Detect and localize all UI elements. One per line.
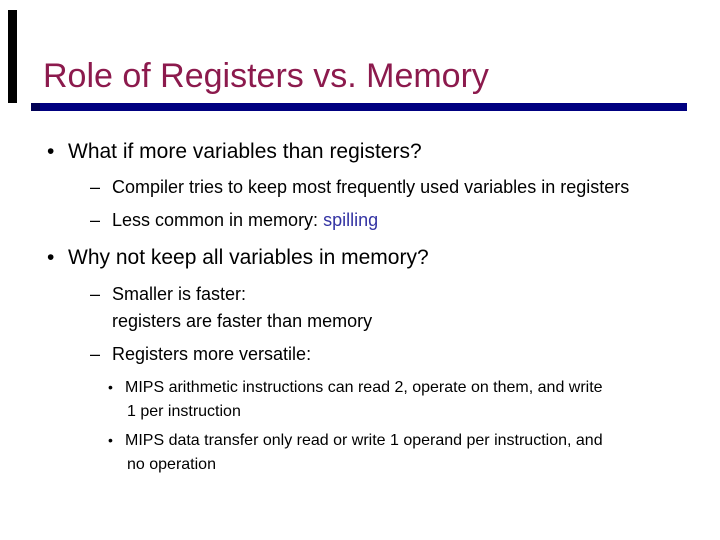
- bullet-2-sub-1-line-2: registers are faster than memory: [112, 311, 373, 331]
- bullet-2-sub-2-a-line-1: MIPS arithmetic instructions can read 2,…: [125, 379, 603, 396]
- slide-title: Role of Registers vs. Memory: [43, 57, 489, 95]
- dash-icon: –: [90, 177, 101, 197]
- dash-icon: –: [90, 284, 101, 304]
- bullet-1-sub-2-prefix: Less common in memory:: [112, 210, 324, 230]
- bullet-icon: •: [47, 246, 55, 269]
- bullet-2-sub-2-b-line-2: no operation: [127, 456, 216, 473]
- bullet-2-text: Why not keep all variables in memory?: [68, 246, 429, 269]
- left-edge-bar: [8, 10, 17, 103]
- title-rule: [31, 103, 687, 111]
- title-rule-cap: [31, 103, 40, 111]
- bullet-icon: •: [47, 140, 55, 163]
- small-bullet-icon: •: [108, 379, 113, 395]
- bullet-2-sub-2-b-line-1: MIPS data transfer only read or write 1 …: [125, 432, 603, 449]
- small-bullet-icon: •: [108, 432, 113, 448]
- dash-icon: –: [90, 210, 101, 230]
- bullet-2-sub-2-text: Registers more versatile:: [112, 344, 312, 364]
- bullet-2-sub-2-a-line-2: 1 per instruction: [127, 403, 241, 420]
- bullet-1-sub-2-text: Less common in memory: spilling: [112, 210, 378, 232]
- dash-icon: –: [90, 344, 101, 364]
- bullet-1-sub-1-text: Compiler tries to keep most frequently u…: [112, 177, 630, 197]
- bullet-2-sub-1-line-1: Smaller is faster:: [112, 284, 247, 304]
- bullet-1-text: What if more variables than registers?: [68, 140, 422, 163]
- spilling-highlight: spilling: [323, 210, 379, 230]
